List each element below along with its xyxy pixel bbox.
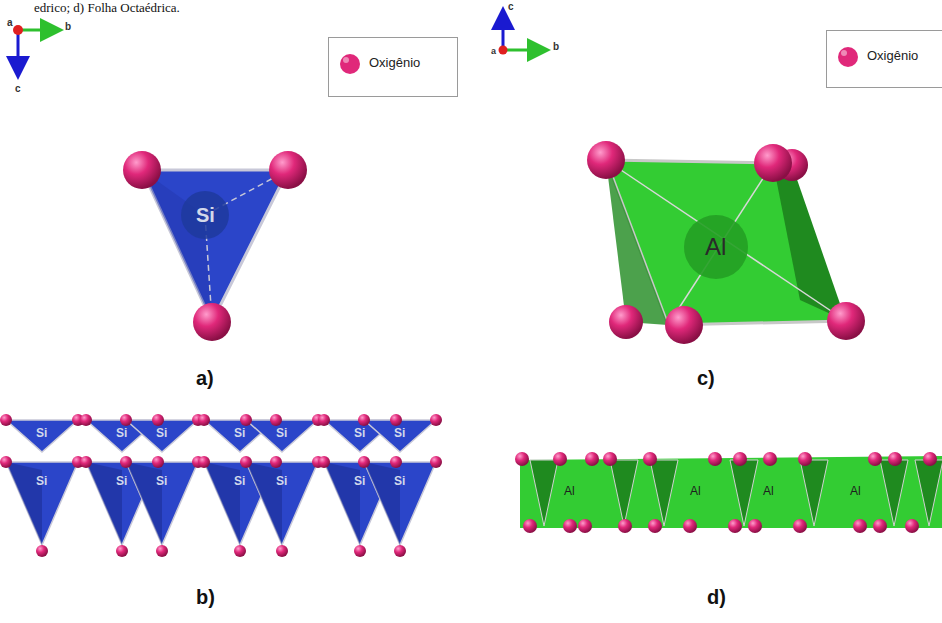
axis-a [499, 46, 508, 55]
axis-label: a [7, 17, 13, 28]
axis-label: b [553, 41, 559, 52]
axis-label: c [15, 83, 21, 94]
atom-label: Si [394, 475, 405, 488]
atom-label: Al [705, 234, 726, 260]
axis-c [17, 30, 20, 74]
axis-b [18, 29, 58, 32]
octahedral-sheet [515, 452, 942, 533]
tetrahedral-sheet [0, 414, 442, 557]
axis-label: c [508, 1, 514, 12]
axis-b [503, 49, 545, 52]
atom-label: Al [564, 485, 575, 498]
atom-label: Si [234, 475, 245, 488]
panel-label: c) [697, 367, 715, 389]
atom-label: Si [276, 427, 287, 440]
atom-label: Si [234, 427, 245, 440]
axis-a [13, 25, 23, 35]
al-octahedron [587, 141, 865, 344]
atom-label: Si [156, 475, 167, 488]
atom-label: Si [116, 475, 127, 488]
figure-caption: edrico; d) Folha Octaédrica. [34, 1, 180, 15]
atom-label: Si [354, 475, 365, 488]
axis-label: a [491, 47, 496, 57]
legend-text: Oxigênio [867, 48, 918, 63]
legend-box: Oxigênio [826, 30, 942, 88]
atom-label: Si [354, 427, 365, 440]
axis-c [502, 12, 505, 50]
legend-text: Oxigênio [369, 55, 420, 70]
atom-label: Si [156, 427, 167, 440]
si-tetrahedron [123, 151, 307, 341]
atom-label: Si [36, 427, 47, 440]
atom-label: Si [116, 427, 127, 440]
legend-swatch [836, 45, 860, 69]
panel-label: b) [196, 586, 215, 608]
atom-label: Si [36, 475, 47, 488]
atom-label: Si [276, 475, 287, 488]
atom-label: Al [763, 485, 774, 498]
panel-label: d) [707, 586, 726, 608]
atom-label: Si [394, 427, 405, 440]
atom-label: Si [196, 204, 215, 226]
legend-swatch [338, 52, 362, 76]
panel-label: a) [196, 367, 214, 389]
legend-box: Oxigênio [328, 37, 458, 97]
axis-label: b [65, 21, 71, 32]
atom-label: Al [850, 485, 861, 498]
atom-label: Al [690, 485, 701, 498]
